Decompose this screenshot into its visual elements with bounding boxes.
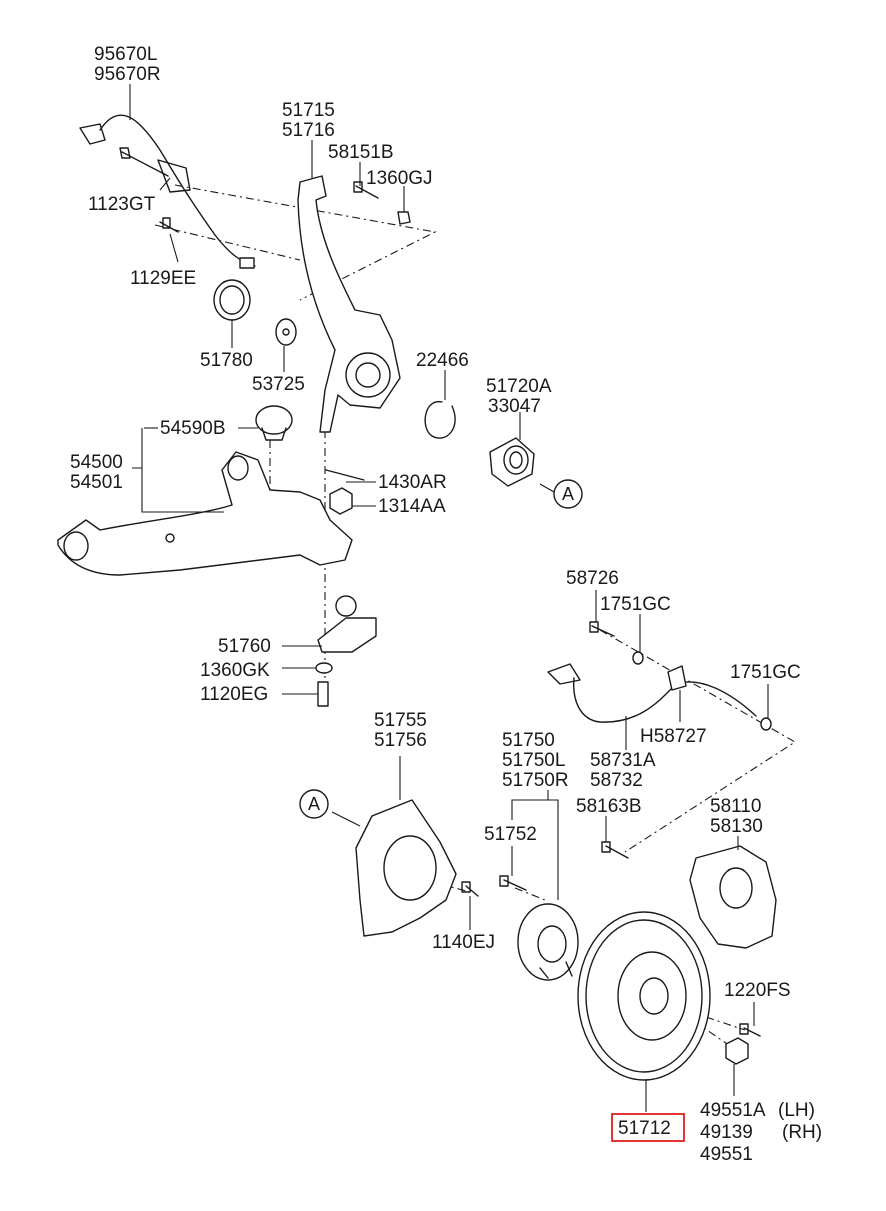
nut-1360gk: [315, 662, 333, 674]
label-58732: 58732: [590, 770, 643, 791]
label-49551: 49551: [700, 1144, 753, 1165]
label-51780: 51780: [200, 350, 253, 371]
nut-49551a: [725, 1037, 749, 1065]
bolt-1140ej: [461, 881, 479, 897]
label-95670l: 95670L: [94, 44, 157, 65]
wheel-speed-sensor: [79, 114, 256, 269]
steering-knuckle: [297, 175, 401, 433]
label-51760: 51760: [218, 636, 271, 657]
label-1751gc-lower: 1751GC: [730, 662, 801, 683]
bolt-1220fs: [739, 1023, 761, 1037]
callout-a-lower: A: [299, 789, 329, 819]
washer-1751gc-lower: [760, 717, 772, 731]
label-1140ej: 1140EJ: [432, 932, 495, 953]
wheel-hub-51750: [517, 903, 579, 981]
brake-caliper-58110: [689, 845, 777, 949]
label-58163b: 58163B: [576, 796, 642, 817]
callout-a-lower-letter: A: [308, 794, 320, 814]
snap-ring-22466: [424, 401, 456, 439]
wheel-bearing-51720a: [489, 437, 535, 487]
label-1120eg: 1120EG: [200, 684, 268, 705]
lower-control-arm: [57, 451, 353, 576]
part-labels: 95670L 95670R 51715 51716 58151B 1360GJ …: [70, 44, 822, 1165]
label-33047: 33047: [488, 396, 541, 417]
brake-hose: [547, 663, 757, 723]
label-1123gt: 1123GT: [88, 194, 156, 215]
callout-a-upper-letter: A: [562, 484, 574, 504]
bolt-58151b: [353, 181, 379, 199]
label-58110: 58110: [710, 796, 761, 817]
nut-1314aa: [329, 487, 353, 515]
leader-lines: [129, 84, 769, 1112]
label-58151b: 58151B: [328, 142, 394, 163]
label-54501: 54501: [70, 472, 123, 493]
dust-shield-51755: [355, 799, 457, 937]
label-51712: 51712: [618, 1118, 671, 1139]
label-49139: 49139: [700, 1122, 753, 1143]
callout-a-upper: A: [553, 479, 583, 509]
label-1360gj: 1360GJ: [366, 168, 433, 189]
label-1129ee: 1129EE: [130, 268, 196, 289]
bolt-58163b: [601, 841, 629, 859]
bolt-1129ee: [159, 217, 179, 233]
washer-1751gc-upper: [632, 651, 644, 665]
highlight-box-51712: [611, 1113, 685, 1142]
label-53725: 53725: [252, 374, 305, 395]
label-51750l: 51750L: [502, 750, 565, 771]
label-1751gc-upper: 1751GC: [600, 594, 671, 615]
label-58731a: 58731A: [590, 750, 656, 771]
label-95670r: 95670R: [94, 64, 161, 85]
washer-53725: [275, 318, 297, 346]
label-51715: 51715: [282, 100, 335, 121]
label-1220fs: 1220FS: [724, 980, 791, 1001]
label-51756: 51756: [374, 730, 427, 751]
assembly-dash-lines: [154, 184, 797, 1049]
label-1314aa: 1314AA: [378, 496, 446, 517]
bolt-51752: [499, 875, 527, 891]
brake-disc-51712: [577, 911, 711, 1081]
label-51716: 51716: [282, 120, 335, 141]
label-side-rh: (RH): [782, 1122, 822, 1143]
label-58726: 58726: [566, 568, 619, 589]
bushing-54590b: [255, 405, 293, 441]
label-22466: 22466: [416, 350, 469, 371]
cotter-pin-1430ar: [325, 469, 365, 481]
label-54590b: 54590B: [160, 418, 226, 439]
bolt-1123gt: [119, 147, 169, 177]
label-51750r: 51750R: [502, 770, 569, 791]
label-side-lh: (LH): [778, 1100, 815, 1121]
label-1430ar: 1430AR: [378, 472, 447, 493]
ball-joint-51760: [317, 595, 377, 653]
label-h58727: H58727: [640, 726, 707, 747]
label-58130: 58130: [710, 816, 763, 837]
label-51755: 51755: [374, 710, 427, 731]
label-51752: 51752: [484, 824, 537, 845]
seal-ring-51780: [213, 279, 251, 321]
label-1360gk: 1360GK: [200, 660, 270, 681]
bolt-1120eg: [317, 681, 329, 707]
label-51750: 51750: [502, 730, 555, 751]
label-54500: 54500: [70, 452, 123, 473]
label-51720a: 51720A: [486, 376, 552, 397]
bolt-58726: [589, 621, 615, 637]
nut-1360gj: [397, 211, 411, 225]
label-49551a: 49551A: [700, 1100, 766, 1121]
